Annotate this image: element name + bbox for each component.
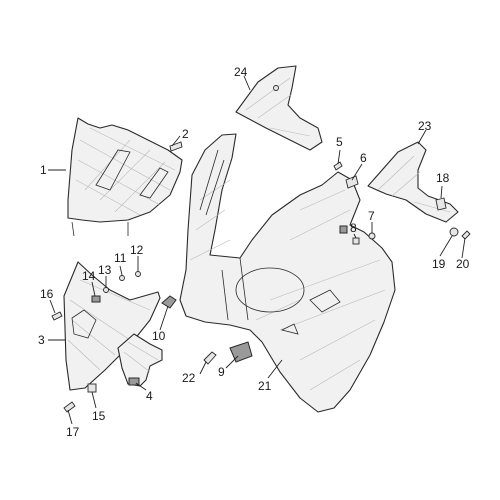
part-24-side-trim [235, 65, 323, 151]
callout-2: 2 [182, 127, 189, 141]
part-13-clip [103, 287, 109, 293]
callout-22: 22 [182, 371, 196, 385]
part-10-vent [161, 295, 177, 309]
callout-6: 6 [360, 151, 367, 165]
part-7-clip [368, 232, 376, 240]
part-16-screw [51, 311, 63, 321]
part-1-upper-cover [67, 117, 183, 237]
callout-labels: 1 2 3 4 5 6 7 8 9 10 11 12 13 14 15 16 1… [38, 65, 470, 439]
callout-14: 14 [82, 269, 96, 283]
part-21-front-shield [179, 133, 396, 413]
callout-7: 7 [368, 209, 375, 223]
callout-17: 17 [66, 425, 80, 439]
part-11-clip [119, 275, 125, 281]
callout-23: 23 [418, 119, 432, 133]
part-15-clip [87, 383, 97, 393]
callout-18: 18 [436, 171, 450, 185]
part-9-grille [229, 341, 253, 363]
part-2-screw [169, 141, 183, 152]
part-20-screw [461, 230, 471, 240]
part-14-clip [91, 295, 101, 303]
callout-9: 9 [218, 365, 225, 379]
callout-19: 19 [432, 257, 446, 271]
part-8-clip [352, 237, 360, 245]
callout-15: 15 [92, 409, 106, 423]
part-18-clip [435, 197, 447, 211]
callout-5: 5 [336, 135, 343, 149]
callout-16: 16 [40, 287, 54, 301]
callout-21: 21 [258, 379, 272, 393]
part-19-nut [449, 227, 459, 237]
callout-12: 12 [130, 243, 144, 257]
callout-4: 4 [146, 389, 153, 403]
part-4-bracket [117, 333, 163, 387]
callout-3: 3 [38, 333, 45, 347]
leader-lines [48, 75, 466, 425]
part-6-clip [345, 175, 359, 189]
part-3-nose-panel [63, 261, 161, 391]
callout-1: 1 [40, 163, 47, 177]
part-17-screw [63, 401, 76, 413]
part-22-bolt [203, 351, 217, 365]
part-12-clip [135, 271, 141, 277]
callout-13: 13 [98, 263, 112, 277]
callout-10: 10 [152, 329, 166, 343]
callout-8: 8 [350, 221, 357, 235]
callout-11: 11 [114, 251, 127, 265]
callout-24: 24 [234, 65, 248, 79]
callout-20: 20 [456, 257, 470, 271]
